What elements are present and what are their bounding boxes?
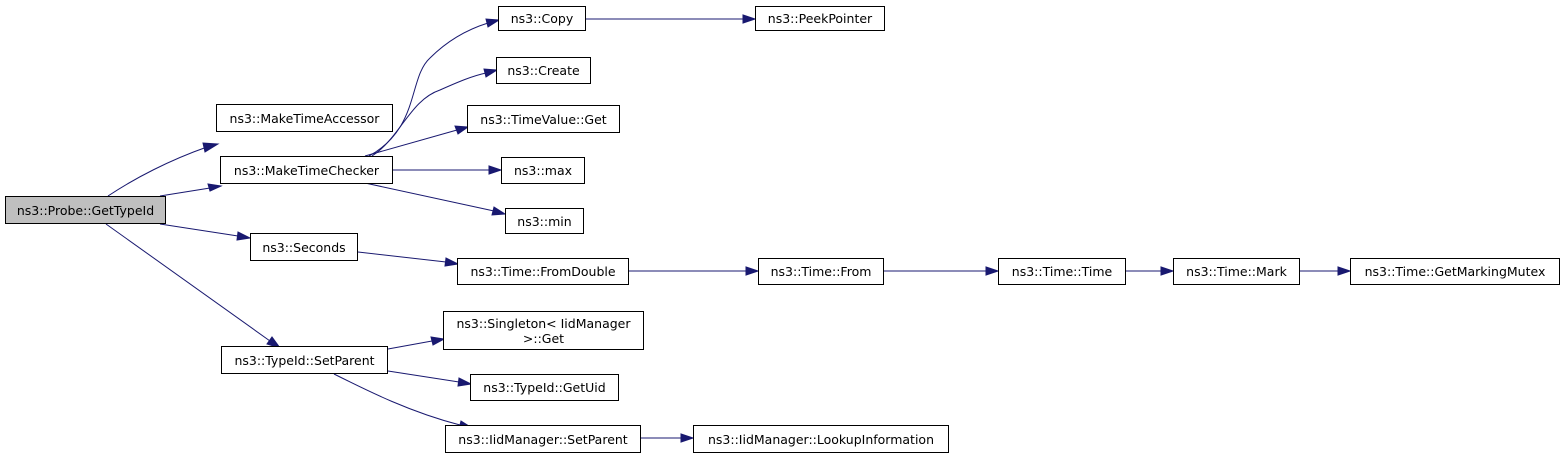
node-make-time-accessor[interactable]: ns3::MakeTimeAccessor — [216, 104, 393, 132]
node-iidmanager-lookupinformation[interactable]: ns3::IidManager::LookupInformation — [693, 425, 949, 453]
edge-typeid-setparent-to-singleton-get — [387, 340, 433, 350]
arrowhead — [457, 377, 473, 387]
edge-probe-gettypeid-to-make-time-checker — [159, 187, 211, 197]
arrowhead — [742, 14, 757, 24]
node-min[interactable]: ns3::min — [505, 208, 584, 234]
arrowhead — [202, 142, 220, 153]
arrowhead — [483, 68, 499, 78]
arrowhead — [454, 125, 470, 135]
edge-make-time-checker-to-copy — [368, 22, 489, 157]
node-create[interactable]: ns3::Create — [496, 57, 591, 84]
node-peek-pointer[interactable]: ns3::PeekPointer — [755, 6, 885, 31]
edge-typeid-setparent-to-iidmanager-setparent — [333, 373, 461, 426]
arrowhead — [488, 165, 503, 175]
node-typeid-setparent[interactable]: ns3::TypeId::SetParent — [221, 346, 388, 374]
edge-make-time-checker-to-timevalue-get — [364, 129, 458, 157]
arrowhead — [985, 266, 1000, 276]
arrowhead — [207, 183, 223, 192]
node-time-time[interactable]: ns3::Time::Time — [998, 258, 1126, 285]
edge-probe-gettypeid-to-typeid-setparent — [105, 223, 271, 342]
node-timevalue-get[interactable]: ns3::TimeValue::Get — [467, 105, 620, 133]
node-copy[interactable]: ns3::Copy — [498, 6, 586, 31]
arrowhead — [491, 206, 507, 216]
arrowhead — [430, 336, 446, 346]
node-max[interactable]: ns3::max — [501, 157, 585, 184]
arrowhead — [444, 257, 460, 267]
node-time-getmarkingmutex[interactable]: ns3::Time::GetMarkingMutex — [1350, 258, 1560, 285]
arrowhead — [485, 18, 501, 28]
edge-probe-gettypeid-to-seconds — [159, 223, 239, 237]
edge-typeid-setparent-to-typeid-getuid — [387, 370, 460, 383]
node-time-fromdouble[interactable]: ns3::Time::FromDouble — [457, 258, 629, 285]
node-time-mark[interactable]: ns3::Time::Mark — [1173, 258, 1300, 285]
node-iidmanager-setparent[interactable]: ns3::IidManager::SetParent — [445, 425, 641, 453]
arrowhead — [1160, 266, 1175, 276]
arrowhead — [236, 231, 252, 241]
edge-make-time-checker-to-min — [364, 182, 495, 212]
edge-seconds-to-time-fromdouble — [357, 251, 447, 263]
node-make-time-checker[interactable]: ns3::MakeTimeChecker — [220, 156, 393, 184]
node-time-from[interactable]: ns3::Time::From — [758, 258, 884, 285]
node-singleton-get[interactable]: ns3::Singleton< IidManager >::Get — [443, 311, 644, 350]
node-seconds[interactable]: ns3::Seconds — [250, 233, 358, 261]
node-probe-gettypeid[interactable]: ns3::Probe::GetTypeId — [5, 196, 166, 224]
arrowhead — [680, 433, 695, 443]
arrowhead — [1337, 266, 1352, 276]
edge-make-time-checker-to-create — [371, 72, 487, 157]
node-typeid-getuid[interactable]: ns3::TypeId::GetUid — [470, 374, 619, 401]
edge-probe-gettypeid-to-make-time-accessor — [107, 146, 208, 197]
arrowhead — [745, 266, 760, 276]
